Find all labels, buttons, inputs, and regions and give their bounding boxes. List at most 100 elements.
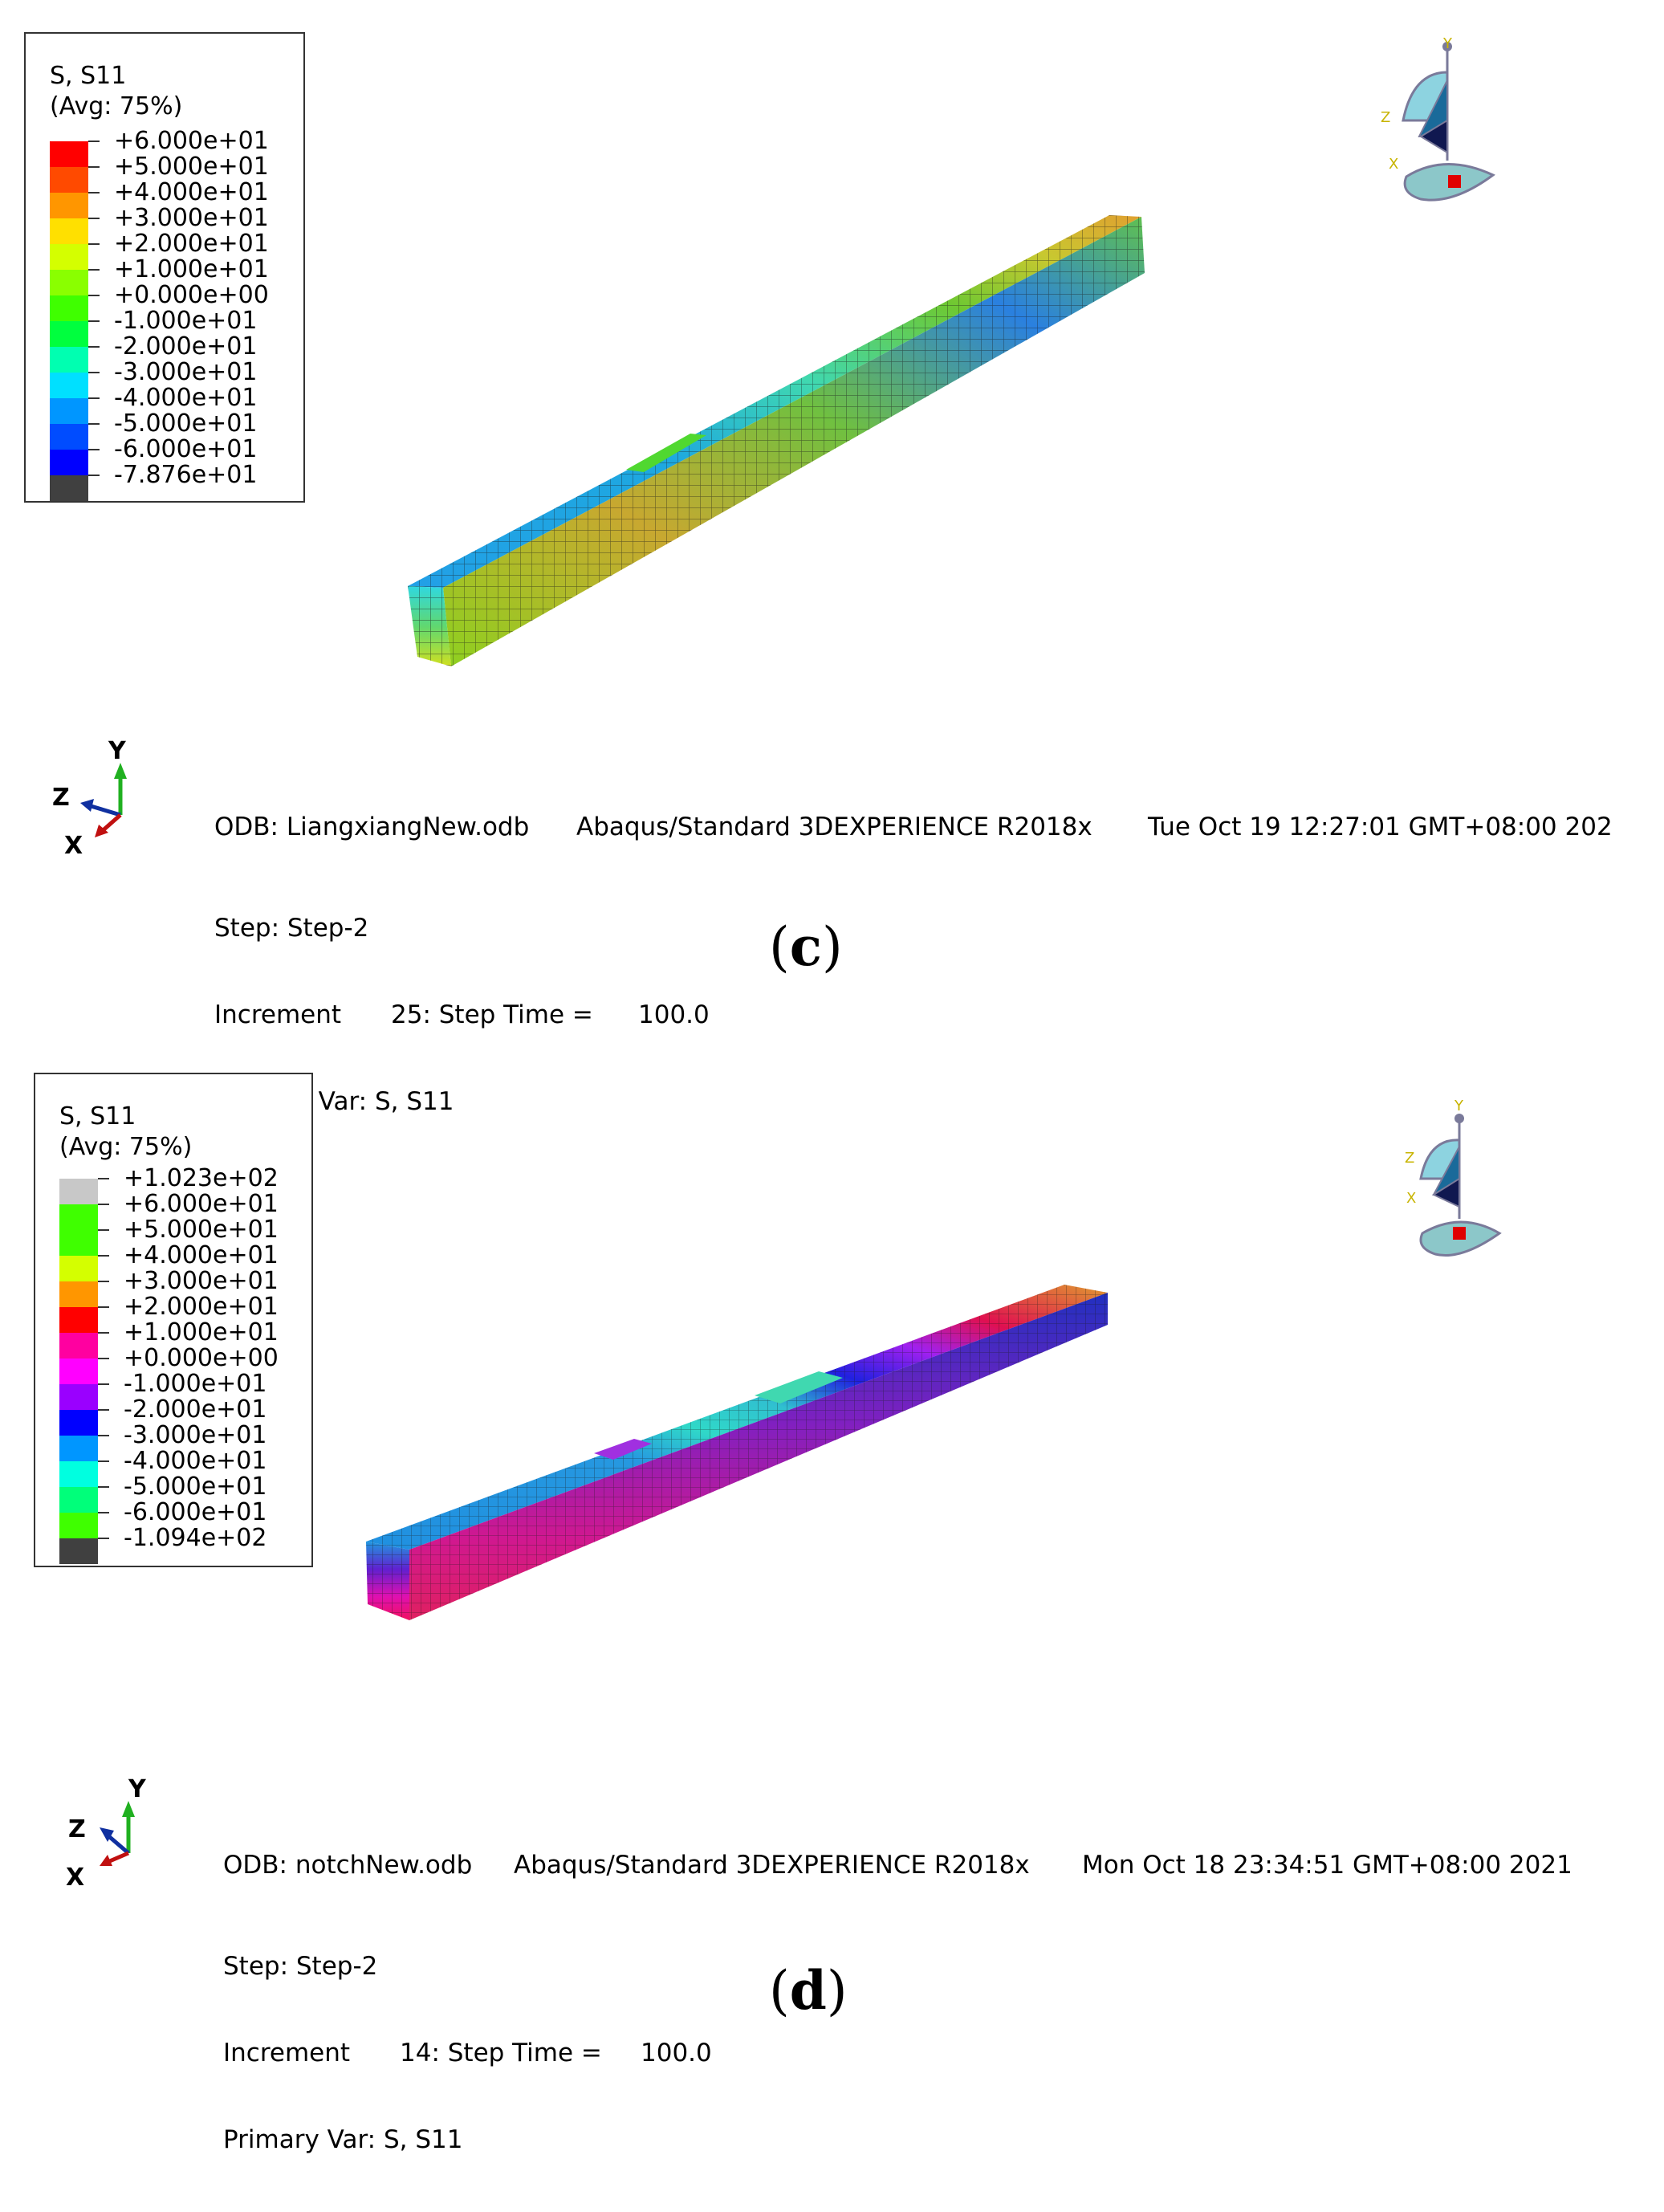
legend-swatch [59, 1513, 98, 1538]
legend-swatch [50, 321, 88, 347]
legend-swatch [59, 1436, 98, 1461]
legend-tick [98, 1281, 109, 1282]
legend-tick [88, 475, 100, 476]
panel-caption-c: (c) [769, 915, 843, 978]
solver-version: Abaqus/Standard 3DEXPERIENCE R2018x [514, 1851, 1030, 1880]
legend-value-label: -1.094e+02 [124, 1524, 267, 1552]
triad-label-y: Y [108, 737, 127, 765]
legend-value-label: +4.000e+01 [114, 178, 269, 206]
legend-swatch [59, 1230, 98, 1256]
legend-swatch [50, 295, 88, 321]
primary-var: Primary Var: S, S11 [223, 2125, 463, 2154]
legend-value-label: +5.000e+01 [124, 1216, 279, 1244]
legend-value-label: -1.000e+01 [114, 307, 258, 335]
legend-tick [88, 397, 100, 399]
legend-swatch [50, 270, 88, 295]
legend-value-label: -4.000e+01 [114, 384, 258, 412]
legend-subtitle: (Avg: 75%) [59, 1133, 193, 1161]
step-time-value: 100.0 [641, 2039, 712, 2067]
view-cube-label-y: Y [1454, 1098, 1464, 1114]
triad-label-z: Z [52, 784, 70, 812]
legend-value-label: +1.000e+01 [124, 1318, 279, 1346]
legend-value-label: +1.000e+01 [114, 255, 269, 283]
legend-tick [98, 1358, 109, 1359]
view-cube-icon: Y Z X [1381, 35, 1495, 202]
legend-tick [98, 1435, 109, 1436]
legend-value-label: -1.000e+01 [124, 1370, 267, 1398]
legend-value-label: -6.000e+01 [114, 435, 258, 463]
odb-info-block: ODB: LiangxiangNew.odb Abaqus/Standard 3… [214, 755, 1619, 1174]
odb-name: ODB: LiangxiangNew.odb [214, 813, 530, 841]
legend-value-label: +1.023e+02 [124, 1164, 279, 1192]
legend-tick [88, 141, 100, 142]
legend-value-label: +0.000e+00 [114, 281, 269, 309]
legend-swatch [59, 1179, 98, 1204]
legend-value-label: -2.000e+01 [114, 332, 258, 361]
legend-value-label: -2.000e+01 [124, 1395, 267, 1424]
view-cube-label-z: Z [1405, 1150, 1414, 1167]
beam-mesh-model [366, 1285, 1108, 1620]
legend-swatch [50, 244, 88, 270]
legend-tick [88, 243, 100, 245]
legend-swatch [50, 475, 88, 501]
legend-swatch [50, 347, 88, 373]
legend-value-label: +2.000e+01 [114, 230, 269, 258]
legend-value-label: -3.000e+01 [114, 358, 258, 386]
increment-label: Increment [223, 2039, 351, 2067]
odb-name: ODB: notchNew.odb [223, 1851, 473, 1880]
step-time-value: 100.0 [638, 1000, 710, 1029]
legend-tick [98, 1460, 109, 1462]
legend-swatch [50, 398, 88, 424]
legend-swatch [59, 1487, 98, 1513]
legend-tick [88, 423, 100, 425]
increment-value: 25: Step Time = [391, 1000, 593, 1029]
legend-swatch [59, 1384, 98, 1410]
legend-swatch [59, 1461, 98, 1487]
legend-tick [98, 1538, 109, 1539]
legend-swatch [59, 1281, 98, 1307]
legend-tick [98, 1204, 109, 1205]
beam-mesh-model [408, 215, 1145, 666]
legend-tick [88, 218, 100, 219]
legend-value-label: -3.000e+01 [124, 1421, 267, 1449]
legend-tick [88, 320, 100, 322]
legend-swatch [59, 1204, 98, 1230]
legend-swatch [50, 193, 88, 218]
figure-panel-c: S, S11 (Avg: 75%) +6.000e+01+5.000e+01+4… [0, 0, 1664, 1116]
legend-swatch [50, 218, 88, 244]
step-label: Step: Step-2 [223, 1952, 378, 1981]
legend-value-label: -7.876e+01 [114, 461, 258, 489]
triad-label-x: X [66, 1864, 84, 1892]
legend-value-label: +4.000e+01 [124, 1241, 279, 1269]
legend-value-label: -5.000e+01 [114, 409, 258, 438]
odb-info-block: ODB: notchNew.odb Abaqus/Standard 3DEXPE… [223, 1793, 1628, 2212]
panel-caption-d: (d) [769, 1959, 848, 2022]
legend-tick [88, 192, 100, 193]
solver-version: Abaqus/Standard 3DEXPERIENCE R2018x [576, 813, 1092, 841]
legend-value-label: -6.000e+01 [124, 1498, 267, 1526]
legend-value-label: +6.000e+01 [114, 127, 269, 155]
legend-tick [98, 1332, 109, 1334]
view-cube-label-z: Z [1381, 109, 1390, 126]
view-cube-icon: Y Z X [1405, 1098, 1502, 1257]
legend-value-label: +3.000e+01 [114, 204, 269, 232]
coordinate-triad-icon: Y Z X [66, 1775, 147, 1892]
legend-tick [98, 1409, 109, 1411]
legend-value-label: +0.000e+00 [124, 1344, 279, 1372]
legend-tick [88, 372, 100, 373]
legend-swatch [50, 424, 88, 450]
legend-value-label: -5.000e+01 [124, 1473, 267, 1501]
legend-swatch [59, 1359, 98, 1384]
legend-tick [98, 1486, 109, 1488]
legend-value-label: +2.000e+01 [124, 1293, 279, 1321]
figure-panel-d: S, S11 (Avg: 75%) +1.023e+02+6.000e+01+5… [0, 1034, 1664, 2154]
legend-swatch [59, 1410, 98, 1436]
odb-date: Tue Oct 19 12:27:01 GMT+08:00 202 [1148, 813, 1613, 841]
legend-swatch [59, 1307, 98, 1333]
legend-tick [98, 1512, 109, 1513]
contour-legend: S, S11 (Avg: 75%) +6.000e+01+5.000e+01+4… [24, 32, 305, 503]
legend-value-label: +6.000e+01 [124, 1190, 279, 1218]
legend-value-label: -4.000e+01 [124, 1447, 267, 1475]
coordinate-triad-icon: Y Z X [52, 737, 127, 855]
legend-tick [98, 1178, 109, 1179]
